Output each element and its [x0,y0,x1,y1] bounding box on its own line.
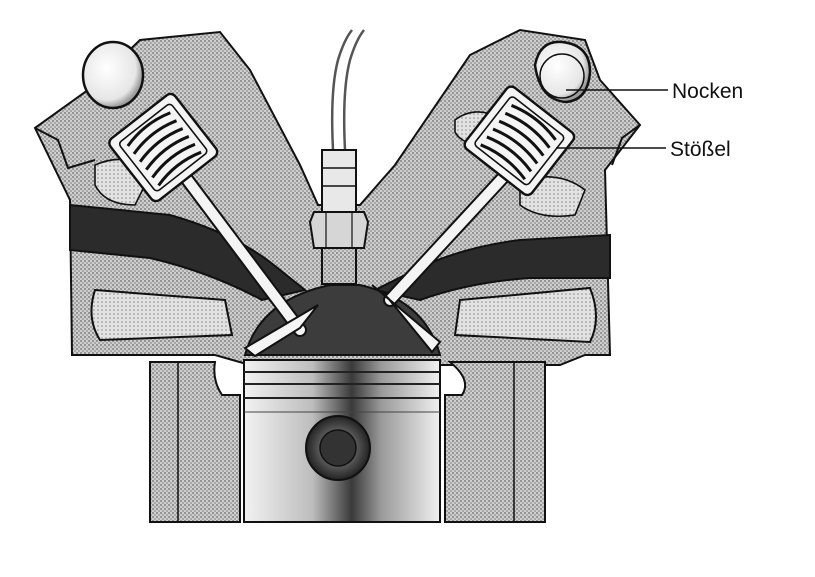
left-cam [81,40,145,110]
tappet-label-group: Stößel [556,138,731,161]
left-valve-assembly [81,40,319,358]
right-cam [533,40,592,104]
cam-label-group: Nocken [566,80,743,103]
cam-label: Nocken [672,80,743,103]
piston [243,359,441,523]
spark-plug [308,29,370,285]
cylinder-block [149,361,546,523]
right-valve-assembly [371,40,592,354]
tappet-label: Stößel [670,138,731,161]
